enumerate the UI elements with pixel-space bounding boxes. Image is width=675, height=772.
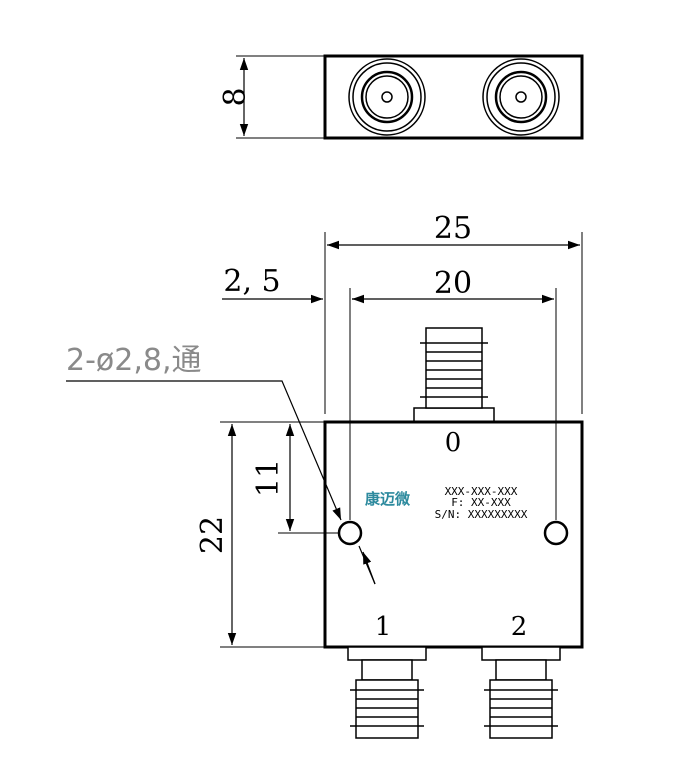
dim-label-hole-offset: 2, 5	[223, 264, 280, 299]
top-connector-right	[482, 58, 560, 136]
input-connector	[413, 327, 495, 423]
output-connector-1	[347, 646, 427, 739]
company-logo: 康迈微	[365, 490, 411, 508]
mounting-hole-left	[337, 520, 363, 546]
dim-label-hole-height: 11	[251, 459, 286, 497]
front-view-body	[323, 420, 584, 649]
top-view-body	[323, 54, 584, 140]
part-number: XXX-XXX-XXX	[445, 485, 518, 498]
serial-number: S/N: XXXXXXXXX	[435, 508, 528, 521]
top-connector-left	[348, 58, 426, 136]
hole-note-leader	[66, 380, 342, 521]
mounting-hole-right	[543, 520, 569, 546]
hole-note: 2-ø2,8,通	[66, 343, 202, 378]
dim-label-body-height: 22	[195, 516, 230, 554]
output-connector-2	[481, 646, 561, 739]
front-view	[66, 232, 584, 739]
port-label-output-2: 2	[511, 612, 528, 642]
dim-label-hole-spacing: 20	[434, 266, 472, 301]
port-label-output-1: 1	[375, 612, 392, 642]
top-view	[236, 54, 584, 140]
dim-label-top-height: 8	[218, 87, 253, 106]
dim-label-overall-width: 25	[434, 211, 472, 246]
port-label-input: 0	[445, 428, 462, 458]
frequency-marking: F: XX-XXX	[451, 496, 511, 509]
